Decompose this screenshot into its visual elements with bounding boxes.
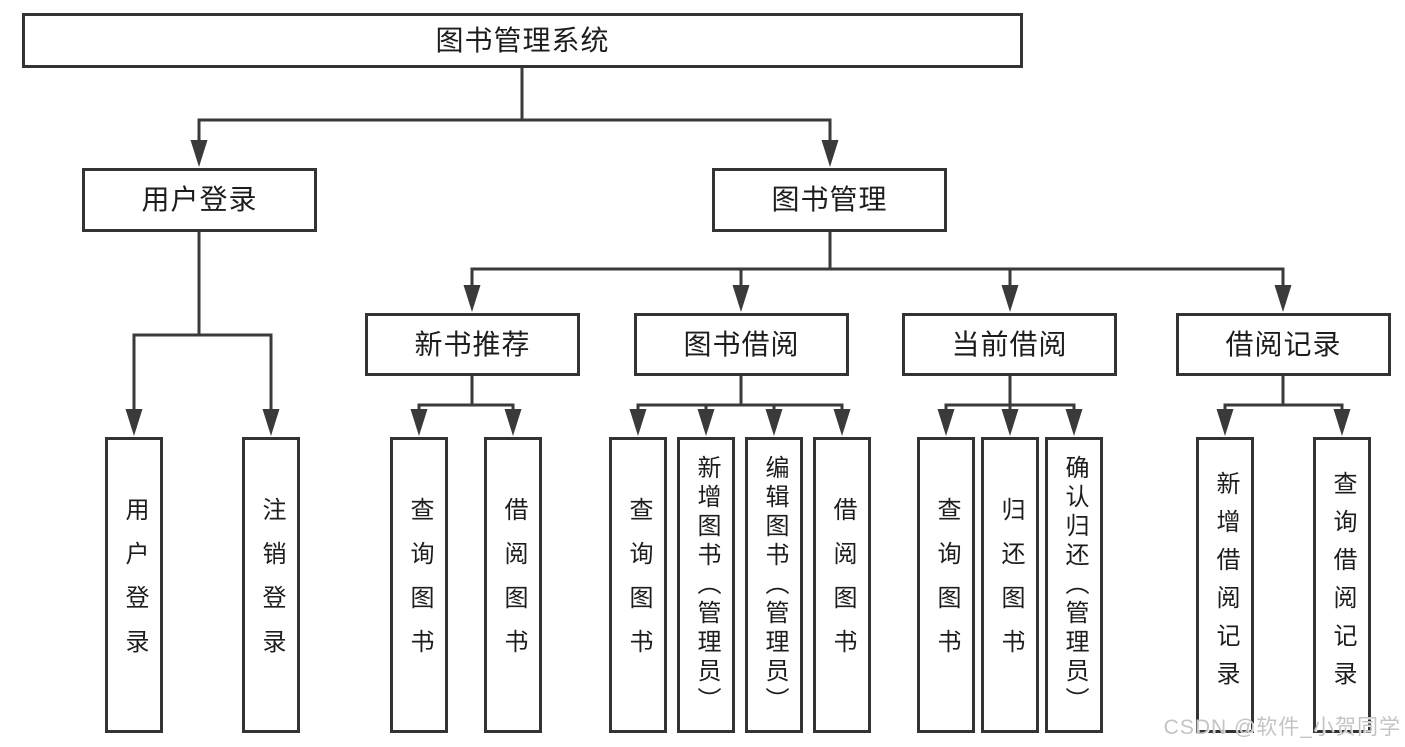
arrow-head [262, 409, 280, 436]
leaf-confirm-return-admin: 确认归还（管理员） [1045, 437, 1103, 733]
leaf-return-books: 归还图书 [981, 437, 1039, 733]
leaf-borrow-books-2: 借阅图书 [813, 437, 871, 733]
connector-newbook-to-leaves [417, 374, 515, 420]
leaf-query-books-2: 查询图书 [609, 437, 667, 733]
arrow-head [410, 409, 428, 436]
leaf-label: 新增图书（管理员） [693, 454, 720, 716]
node-current-borrowing: 当前借阅 [902, 313, 1117, 376]
leaf-label: 编辑图书（管理员） [761, 454, 788, 716]
leaf-label: 查询借阅记录 [1329, 471, 1356, 699]
arrow-head [765, 409, 783, 436]
arrow-head [937, 409, 955, 436]
arrow-head [463, 285, 481, 312]
connector-userlogin-to-leaves [132, 230, 273, 420]
connector-borrow-to-leaves [636, 374, 844, 420]
node-user-login: 用户登录 [82, 168, 317, 232]
arrow-head [833, 409, 851, 436]
node-book-management: 图书管理 [712, 168, 947, 232]
leaf-label: 归还图书 [997, 497, 1024, 673]
arrow-head [190, 140, 208, 167]
arrow-head [629, 409, 647, 436]
leaf-label: 确认归还（管理员） [1061, 454, 1088, 716]
arrow-head [1333, 409, 1351, 436]
connector-root-to-level2 [197, 66, 832, 150]
leaf-label: 借阅图书 [829, 497, 856, 673]
arrow-head [1001, 285, 1019, 312]
node-label: 新书推荐 [414, 328, 531, 360]
arrow-head [732, 285, 750, 312]
connector-bookmgmt-to-level3 [470, 230, 1285, 295]
arrow-head [697, 409, 715, 436]
node-new-book-recommend: 新书推荐 [365, 313, 580, 376]
arrow-head [504, 409, 522, 436]
leaf-label: 借阅图书 [500, 497, 527, 673]
leaf-label: 查询图书 [933, 497, 960, 673]
arrow-head [125, 409, 143, 436]
watermark: CSDN @软件_小贺同学 [1163, 716, 1401, 739]
leaf-label: 注销登录 [258, 497, 285, 673]
node-label: 图书借阅 [683, 328, 800, 360]
leaf-add-borrow-record: 新增借阅记录 [1196, 437, 1254, 733]
node-library-management-system: 图书管理系统 [22, 13, 1023, 68]
node-label: 当前借阅 [951, 328, 1068, 360]
arrow-head [1216, 409, 1234, 436]
arrow-head [1274, 285, 1292, 312]
node-label: 图书管理 [771, 184, 888, 215]
leaf-label: 新增借阅记录 [1212, 471, 1239, 699]
leaf-query-books-1: 查询图书 [390, 437, 448, 733]
leaf-label: 用户登录 [121, 497, 148, 673]
node-label: 用户登录 [141, 184, 258, 215]
leaf-user-login: 用户登录 [105, 437, 163, 733]
leaf-label: 查询图书 [625, 497, 652, 673]
leaf-query-borrow-record: 查询借阅记录 [1313, 437, 1371, 733]
arrow-head [1065, 409, 1083, 436]
leaf-edit-books-admin: 编辑图书（管理员） [745, 437, 803, 733]
connector-records-to-leaves [1223, 374, 1344, 420]
leaf-query-books-3: 查询图书 [917, 437, 975, 733]
arrow-head [821, 140, 839, 167]
leaf-add-books-admin: 新增图书（管理员） [677, 437, 735, 733]
leaf-borrow-books-1: 借阅图书 [484, 437, 542, 733]
node-label: 借阅记录 [1225, 328, 1342, 360]
leaf-logout: 注销登录 [242, 437, 300, 733]
connector-current-to-leaves [944, 374, 1076, 420]
node-book-borrowing: 图书借阅 [634, 313, 849, 376]
arrowheads [125, 140, 1351, 436]
node-label: 图书管理系统 [435, 24, 610, 56]
node-borrowing-records: 借阅记录 [1176, 313, 1391, 376]
arrow-head [1001, 409, 1019, 436]
leaf-label: 查询图书 [406, 497, 433, 673]
